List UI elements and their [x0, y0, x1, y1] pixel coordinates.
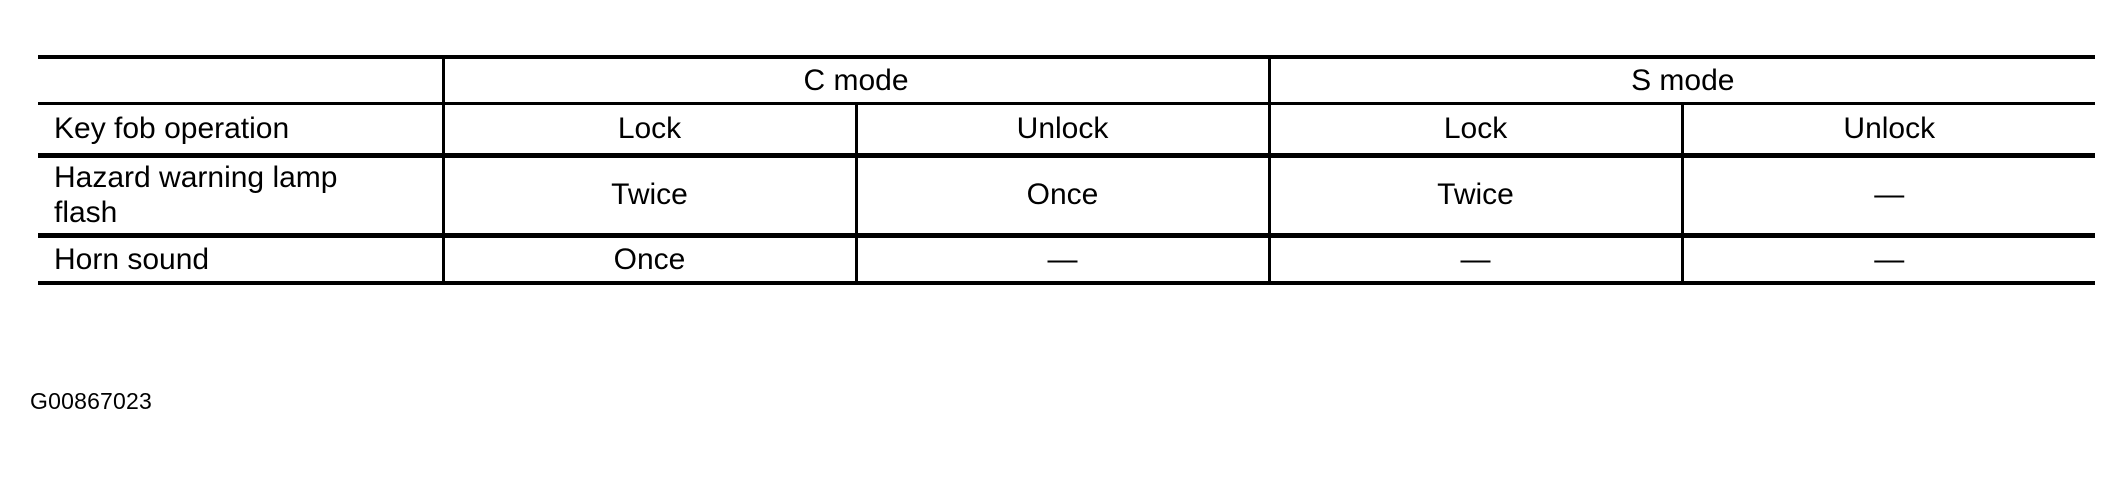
cell-c-mode-lock-horn: Once — [441, 232, 856, 285]
row-label-hazard-warning-lamp-flash: Hazard warning lamp flash — [38, 152, 443, 235]
row-label-horn-sound: Horn sound — [38, 232, 443, 285]
table-row-mode-headers: C mode S mode — [38, 55, 2096, 103]
cell-s-mode-lock-key-fob: Lock — [1267, 101, 1683, 155]
table-row-horn-sound: Horn sound Once — — — — [38, 232, 2096, 285]
row-label-hazard-line-1: Hazard warning lamp — [54, 160, 338, 194]
cell-c-mode-lock-key-fob: Lock — [441, 101, 856, 155]
cell-s-mode-unlock-hazard: — — [1680, 152, 2096, 235]
cell-c-mode-unlock-horn: — — [854, 232, 1270, 285]
row-label-key-fob-operation: Key fob operation — [38, 101, 443, 155]
cell-c-mode-lock-hazard: Twice — [441, 152, 856, 235]
cell-c-mode-unlock-hazard: Once — [854, 152, 1270, 235]
cell-s-mode-lock-hazard: Twice — [1267, 152, 1683, 235]
table-row-key-fob-operation: Key fob operation Lock Unlock Lock Unloc… — [38, 101, 2096, 155]
cell-s-mode-unlock-key-fob: Unlock — [1680, 101, 2096, 155]
cell-s-mode-lock-horn: — — [1267, 232, 1683, 285]
key-fob-operation-table-wrapper: C mode S mode Key fob operation Lock Unl… — [38, 55, 2096, 285]
figure-caption: G00867023 — [30, 388, 153, 414]
mode-header-empty-cell — [38, 55, 443, 103]
table-row-hazard-warning-lamp-flash: Hazard warning lamp flash Twice Once Twi… — [38, 152, 2096, 235]
cell-s-mode-unlock-horn: — — [1680, 232, 2096, 285]
key-fob-operation-table: C mode S mode Key fob operation Lock Unl… — [38, 55, 2096, 285]
mode-header-c-mode: C mode — [441, 55, 1270, 103]
cell-c-mode-unlock-key-fob: Unlock — [854, 101, 1270, 155]
row-label-hazard-line-2: flash — [54, 196, 118, 229]
mode-header-s-mode: S mode — [1267, 55, 2096, 103]
